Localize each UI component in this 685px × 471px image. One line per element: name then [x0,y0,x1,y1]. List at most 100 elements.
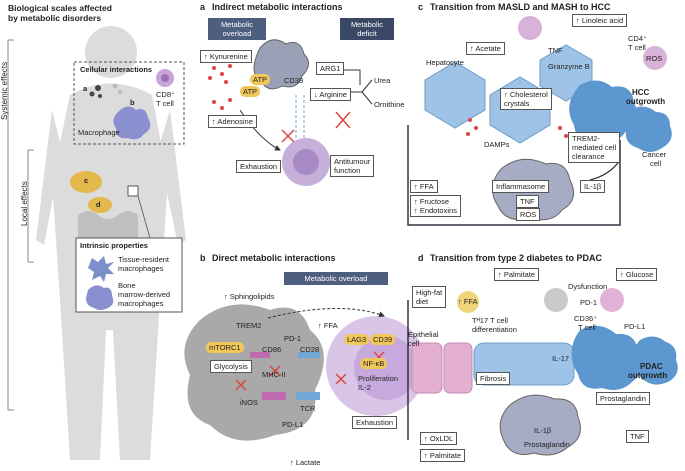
panel-c-title: Transition from MASLD and MASH to HCC [430,2,611,12]
overload-line1: Metabolic [220,20,254,29]
exhaustion-a-box: Exhaustion [236,160,282,173]
cd4-label-2: T cell [628,43,646,52]
cd39-label: CD39 [284,76,304,85]
panel-a-title: Indirect metabolic interactions [212,2,343,12]
acetate-box: ↑ Acetate [466,42,505,55]
bone-label-3: macrophages [118,299,164,308]
intrinsic-label: Intrinsic properties [80,241,148,250]
il1b-c-box: IL-1β [580,180,606,193]
cellular-interactions-label: Cellular interactions [80,65,153,74]
bone-label-2: marrow-derived [118,290,171,299]
urea-label: Urea [374,76,391,85]
label-c: c [84,176,89,185]
pdac-label-2: outgrowth [628,371,668,380]
cd86-label: CD86 [262,345,282,354]
t-cell-d-icon [600,288,624,312]
cd36-label-2: T cell [578,323,596,332]
il1b-d-label: IL-1β [534,426,552,435]
nfkb-badge: NF-κB [360,358,388,369]
metabolic-deficit-header: Metabolic deficit [340,18,394,40]
cd8-label-2: T cell [156,99,174,108]
tcr-label: TCR [300,404,316,413]
panel-d-title: Transition from type 2 diabetes to PDAC [430,253,603,263]
mhc-label: MHC-II [262,370,286,379]
t-cell-c-icon [518,16,542,40]
atp-badge-2: ATP [240,86,261,97]
tissue-label-1: Tissue-resident [118,255,169,264]
macrophage-b-icon [184,304,324,441]
cd39-b-badge: CD39 [370,334,396,345]
tnf-c2-box: TNF [516,195,539,208]
inflammasome-box: Inflammasome [492,180,550,193]
ros-c2-box: ROS [516,208,541,221]
cd4-t-cell-icon [643,46,667,70]
metabolic-overload-header: Metabolic overload [208,18,266,40]
pancreas-icon [88,197,112,213]
cholesterol-line2: crystals [504,99,530,108]
metabolic-overload-b-header: Metabolic overload [284,272,388,285]
il2-label: IL-2 [358,383,371,392]
ffa-b-label: ↑ FFA [318,321,338,330]
epithelial-label-1: Epithelial [408,330,439,339]
endotoxins-line: ↑ Endotoxins [414,206,457,215]
panel-b-letter: b [200,253,206,263]
overload-line2: overload [222,29,252,38]
cholesterol-line1: ↑ Cholesterol [504,90,548,99]
damps-label: DAMPs [484,140,510,149]
panel-d-letter: d [418,253,424,263]
ffa-d-label: ↑ FFA [458,297,478,306]
cd8-label-1: CD8⁺ [156,90,175,99]
cd28-label: CD28 [300,345,320,354]
trem2-label: TREM2 [236,321,262,330]
antitumour-box: Antitumour function [330,155,375,177]
cancer-label-2: cell [650,159,662,168]
cd36-t-cell-icon [544,288,568,312]
hepatocyte-label: Hepatocyte [426,58,464,67]
cholesterol-box: ↑ Cholesterol crystals [500,88,552,110]
panel-b-title: Direct metabolic interactions [212,253,336,263]
palmitate-d-box: ↑ Palmitate [494,268,540,281]
panel-a-letter: a [200,2,206,12]
trem-line1: TREM2- [572,134,600,143]
tissue-resident-macrophage-icon [88,256,114,282]
systemic-effects-label: Systemic effects [0,61,9,120]
label-d: d [96,200,101,209]
antitumour-line1: Antitumour [334,157,371,166]
fructose-box: ↑ Fructose ↑ Endotoxins [410,195,461,217]
palmitate-d2-box: ↑ Palmitate [420,449,466,462]
cd36-label-1: CD36⁺ [574,314,598,323]
trem-line2: mediated cell [572,143,617,152]
fructose-line: ↑ Fructose [414,197,450,206]
prostaglandin-d2-label: Prostaglandin [524,440,570,449]
macrophage-icon [113,106,151,140]
pd1-b-label: PD-1 [284,334,302,343]
epithelial-cells [411,342,473,394]
panel-c-letter: c [418,2,424,12]
exhaustion-b-box: Exhaustion [352,416,398,429]
cellular-interactions-box [73,61,185,145]
oxldl-box: ↑ OxLDL [420,432,458,445]
liver-icon [70,171,102,193]
left-title-line2: by metabolic disorders [8,13,102,23]
atp-badge-1: ATP [250,74,271,85]
hcc-label-2: outgrowth [626,97,666,106]
macrophage-label: Macrophage [78,128,120,137]
tnf-d-box: TNF [626,430,649,443]
deficit-line1: Metabolic [350,20,384,29]
left-title-line1: Biological scales affected [8,3,112,13]
glucose-box: ↑ Glucose [616,268,658,281]
ornithine-label: Ornithine [374,100,405,109]
granzyme-label: Granzyme B [548,62,590,71]
proliferation-label: Proliferation [358,374,399,383]
il17-label: IL-17 [552,354,570,363]
glycolysis-box: Glycolysis [210,360,252,373]
macrophage-d-icon [499,394,581,456]
antitumour-line2: function [334,166,361,175]
adenosine-box: ↑ Adenosine [208,115,257,128]
cancer-label-1: Cancer [642,150,667,159]
label-b: b [130,98,135,107]
bone-marrow-macrophage-icon [86,285,114,310]
mtorc1-badge: mTORC1 [206,342,244,353]
trem2-clearance-box: TREM2- mediated cell clearance [568,132,621,163]
epithelial-label-2: cell [408,339,420,348]
